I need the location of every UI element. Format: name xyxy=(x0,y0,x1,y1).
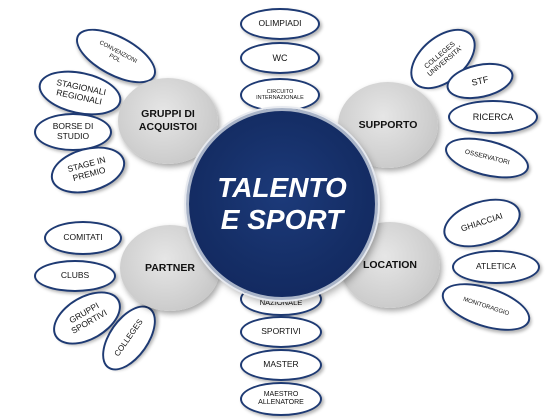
leaf-maestro-allenatore-label: MAESTRO ALLENATORE xyxy=(258,390,304,406)
leaf-master-label: MASTER xyxy=(263,359,299,370)
leaf-atletica-label: ATLETICA xyxy=(476,261,516,272)
hub-supporto: SUPPORTO xyxy=(338,82,438,168)
leaf-stage-in-premio-label: STAGE IN PREMIO xyxy=(66,154,107,184)
leaf-ricerca: RICERCA xyxy=(448,100,538,134)
hub-partner-label: PARTNER xyxy=(145,261,195,274)
leaf-clubs: CLUBS xyxy=(34,260,116,292)
center-talento-e-sport: TALENTO E SPORT xyxy=(186,108,378,300)
leaf-gruppi-sportivi-label: GRUPPI SPORTIVI xyxy=(67,300,109,336)
leaf-wc: WC xyxy=(240,42,320,74)
leaf-olimpiadi-label: OLIMPIADI xyxy=(258,18,302,29)
leaf-master: MASTER xyxy=(240,349,322,381)
hub-gruppi-di-acquisto-label: GRUPPI DI ACQUISTOI xyxy=(138,108,198,133)
leaf-borse-di-studio: BORSE DI STUDIO xyxy=(34,113,112,151)
leaf-sportivi-label: SPORTIVI xyxy=(261,326,301,337)
leaf-comitati: COMITATI xyxy=(44,221,122,255)
leaf-borse-di-studio-label: BORSE DI STUDIO xyxy=(52,121,94,141)
hub-supporto-label: SUPPORTO xyxy=(358,118,418,131)
leaf-maestro-allenatore: MAESTRO ALLENATORE xyxy=(240,382,322,416)
leaf-wc-label: WC xyxy=(272,52,288,63)
leaf-stf-label: STF xyxy=(470,74,490,88)
leaf-circuito-internazionale-label: CIRCUITO INTERNAZIONALE xyxy=(256,88,304,101)
leaf-sportivi: SPORTIVI xyxy=(240,316,322,348)
leaf-monitoraggio-label: MONITORAGGIO xyxy=(462,296,510,317)
leaf-comitati-label: COMITATI xyxy=(63,232,103,243)
leaf-osservatori-label: OSSERVATORI xyxy=(463,148,511,167)
leaf-clubs-label: CLUBS xyxy=(60,270,90,281)
leaf-olimpiadi: OLIMPIADI xyxy=(240,8,320,40)
leaf-stagionali-regionali-label: STAGIONALI REGIONALI xyxy=(55,77,107,107)
leaf-convenzioni-pol-label: CONVENZIONI POL xyxy=(98,40,138,65)
center-title: TALENTO E SPORT xyxy=(217,172,347,235)
leaf-circuito-internazionale: CIRCUITO INTERNAZIONALE xyxy=(240,78,320,112)
leaf-atletica: ATLETICA xyxy=(452,250,540,284)
leaf-ricerca-label: RICERCA xyxy=(472,111,514,122)
leaf-colleges-label: COLLEGES xyxy=(112,317,145,359)
hub-location-label: LOCATION xyxy=(362,258,418,271)
leaf-ghiacciai-label: GHIACCIAI xyxy=(459,210,504,234)
